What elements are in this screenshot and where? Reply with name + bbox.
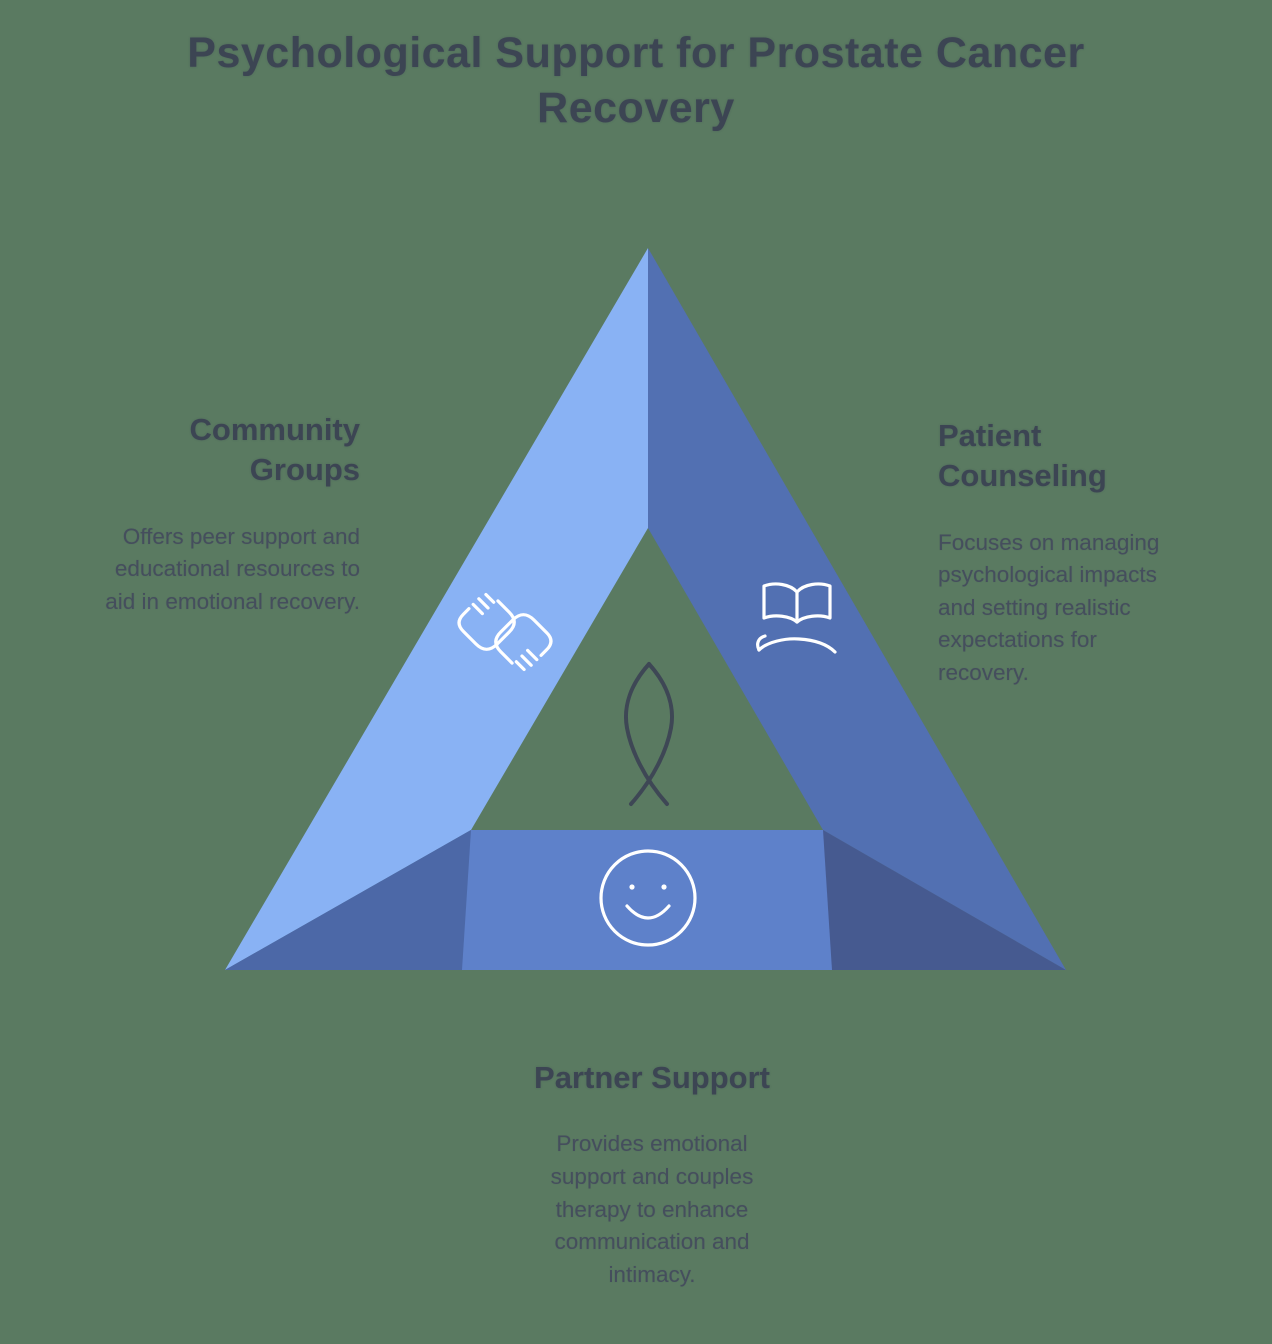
smiley-right-eye [661, 884, 667, 890]
smiley-left-eye [629, 884, 635, 890]
triangle-fold-bottom-left [225, 830, 471, 970]
community-groups-heading: Community Groups [189, 412, 361, 488]
triangle-right-band [648, 248, 1066, 970]
smiley-mouth [625, 904, 671, 920]
book-over-hand-icon [756, 582, 837, 654]
partner-support-section: Partner Support Provides emotional suppo… [466, 1058, 838, 1291]
supporting-hand-thumb [756, 634, 767, 652]
patient-counseling-description: Focuses on managing psychological impact… [938, 529, 1160, 686]
smiley-face-outline [599, 849, 697, 947]
supporting-hand-palm [757, 637, 837, 654]
clasped-hands-upper-hand [457, 599, 516, 651]
community-groups-section: Community Groups Offers peer support and… [36, 410, 360, 618]
page-title: Psychological Support for Prostate Cance… [187, 29, 1085, 133]
awareness-ribbon-icon [624, 662, 674, 806]
clasped-hands-upper-fingers [471, 592, 496, 616]
community-groups-description: Offers peer support and educational reso… [105, 523, 360, 614]
smiley-face-icon [599, 849, 697, 947]
clasped-hands-lower-hand [494, 613, 553, 665]
partner-support-description: Provides emotional support and couples t… [550, 1131, 754, 1287]
patient-counseling-section: Patient Counseling Focuses on managing p… [938, 416, 1238, 690]
patient-counseling-heading: Patient Counseling [938, 418, 1107, 494]
ribbon-right-strand [629, 662, 674, 806]
clasped-hands-icon [457, 592, 553, 672]
clasped-hands-lower-fingers [514, 648, 539, 672]
partner-support-heading: Partner Support [534, 1060, 770, 1095]
triangle-fold-bottom-right [823, 830, 1066, 970]
triangle-left-band [225, 248, 648, 970]
